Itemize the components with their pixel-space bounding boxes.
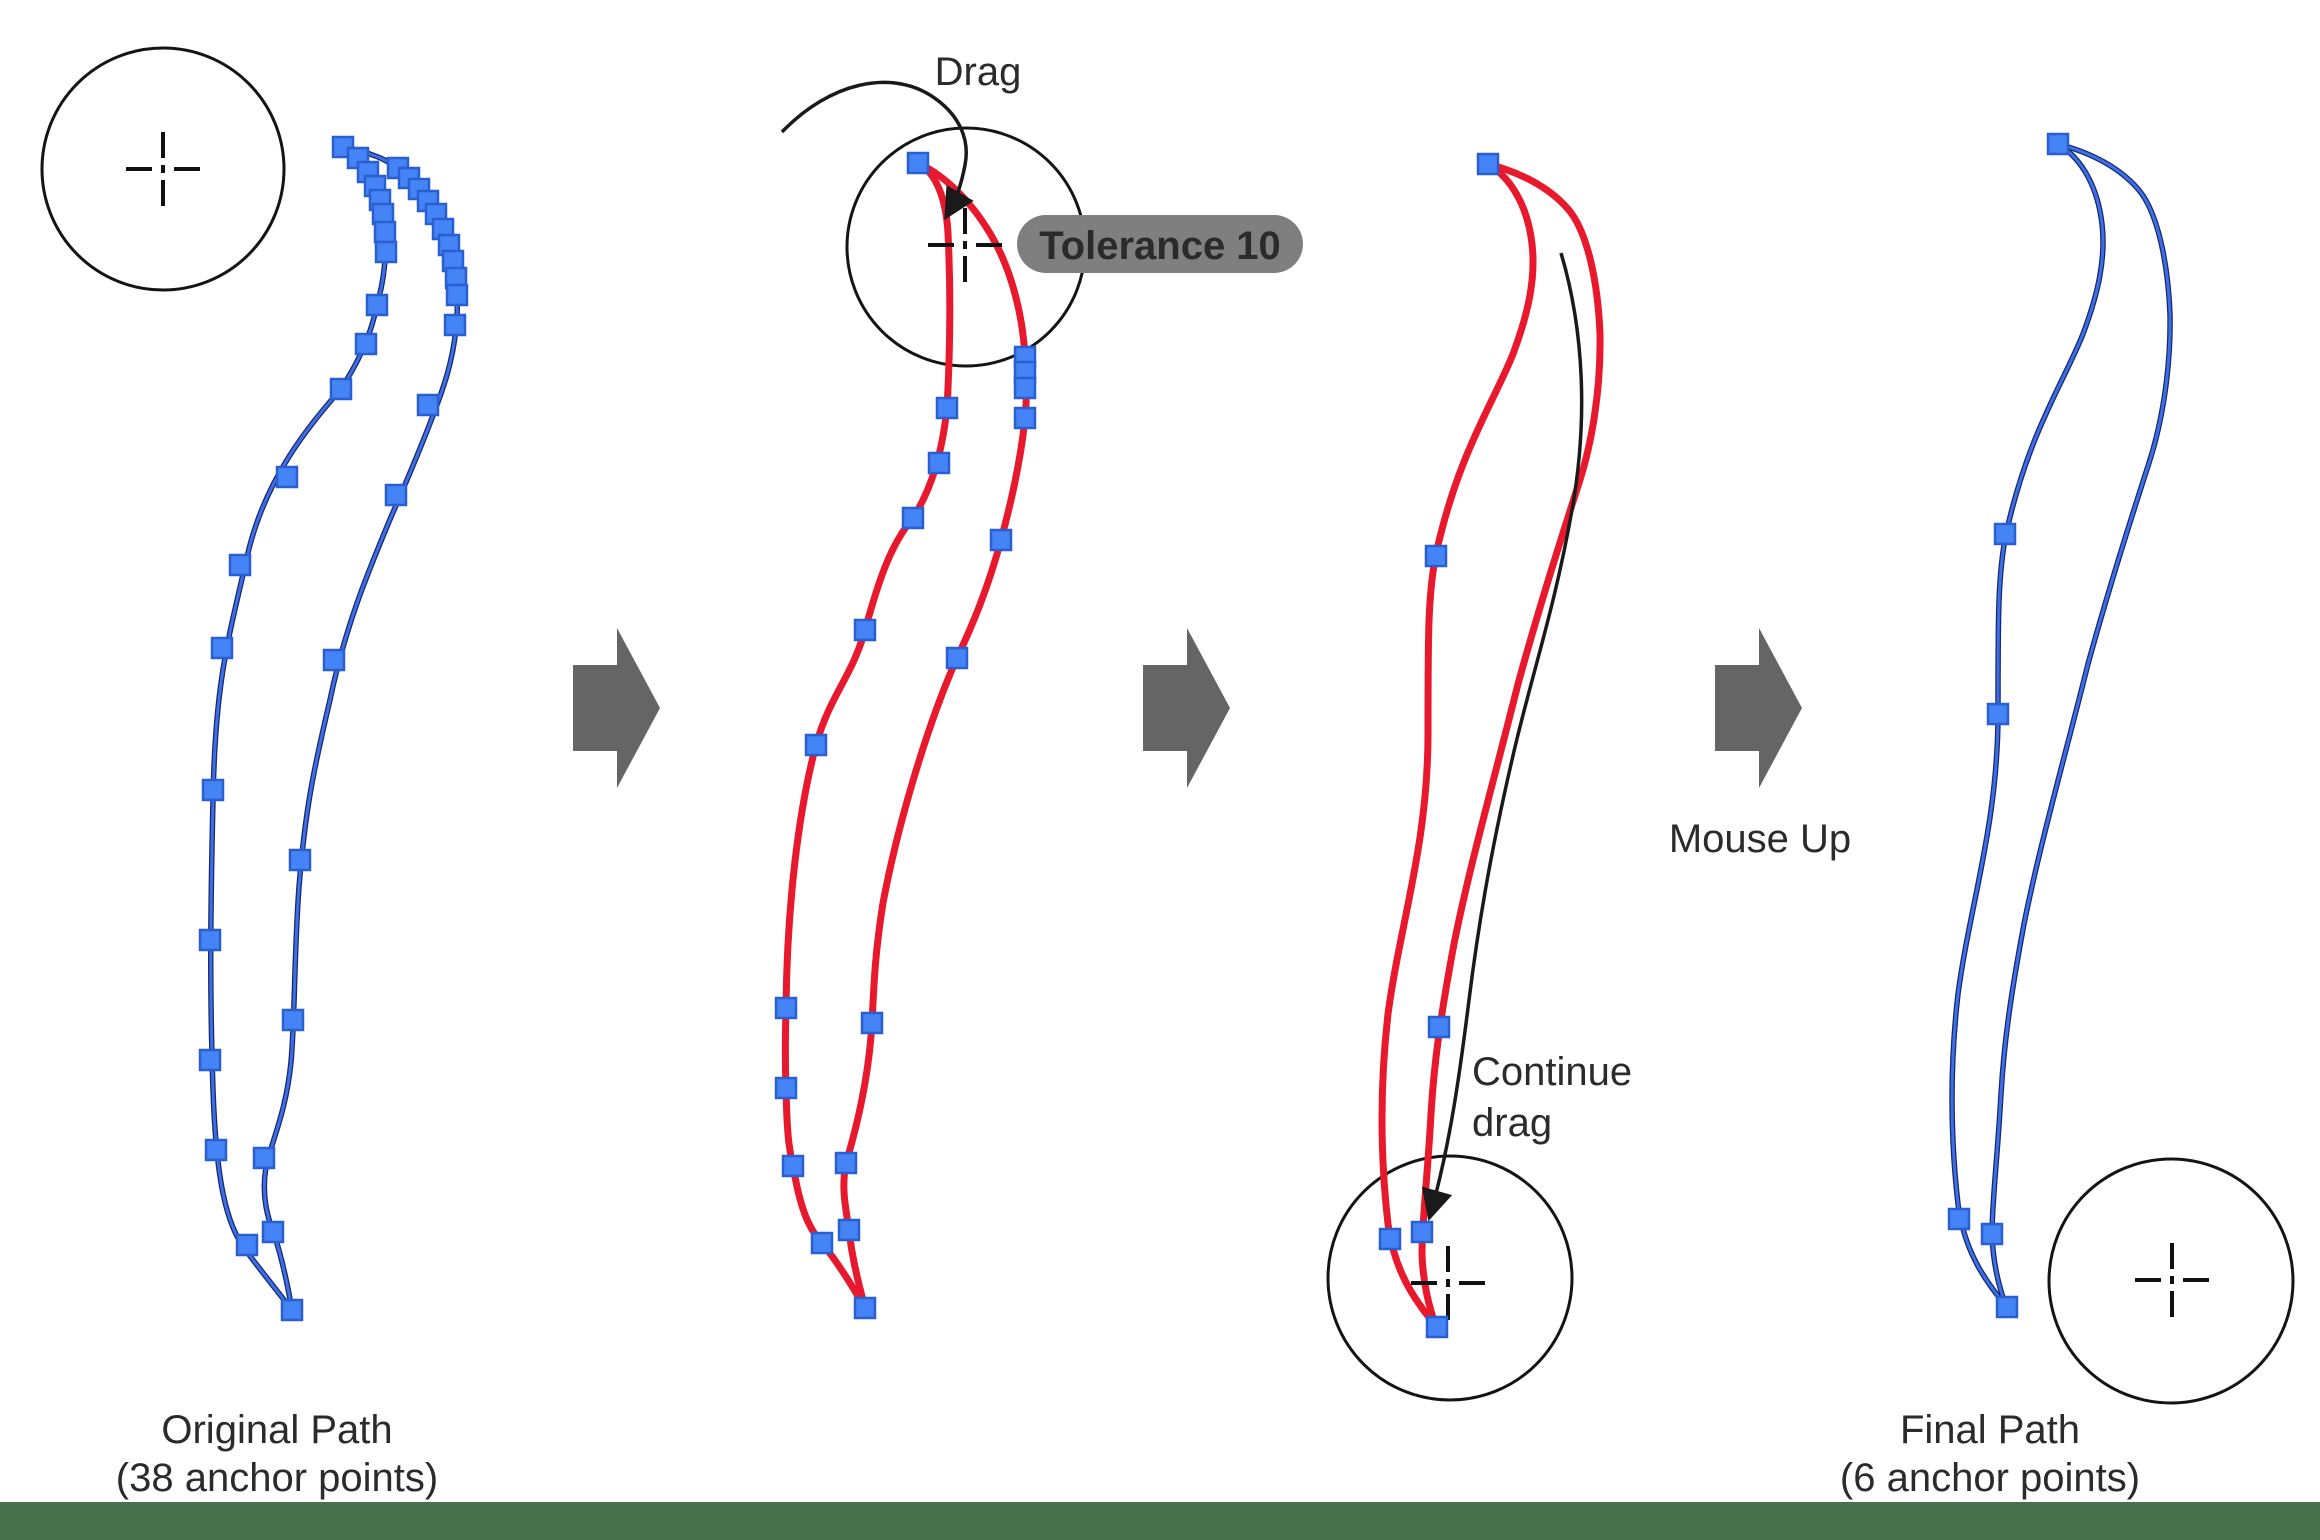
anchor-point xyxy=(252,1146,276,1170)
anchor-point xyxy=(2046,132,2070,156)
anchor-point xyxy=(1993,522,2017,546)
anchor-point xyxy=(210,636,234,660)
anchor-point xyxy=(1980,1222,2004,1246)
brush-cursor-circle xyxy=(2047,1157,2295,1405)
anchor-point xyxy=(384,483,408,507)
anchor-point xyxy=(198,928,222,952)
panel1-caption-line1: Original Path xyxy=(161,1408,392,1452)
path-outline-underlay xyxy=(1952,144,2103,1307)
anchor-point xyxy=(1986,702,2010,726)
tolerance-badge-label: Tolerance 10 xyxy=(1039,224,1281,268)
crosshair-icon xyxy=(926,206,1004,284)
anchor-point xyxy=(804,733,828,757)
red-path-right-strand xyxy=(844,163,1027,1308)
anchor-point xyxy=(1425,1315,1449,1339)
anchor-point xyxy=(935,396,959,420)
red-path-left-strand xyxy=(1382,164,1533,1327)
anchor-point xyxy=(198,1048,222,1072)
anchor-points-group xyxy=(1947,132,2070,1319)
anchor-point xyxy=(354,332,378,356)
continue-drag-arrow xyxy=(1421,252,1584,1222)
anchor-point xyxy=(945,646,969,670)
anchor-point xyxy=(989,528,1013,552)
original-path-left-strand xyxy=(209,145,387,1312)
anchor-point xyxy=(373,220,397,244)
anchor-point xyxy=(1995,1295,2019,1319)
final-path-right-strand xyxy=(1990,142,2172,1309)
anchor-point xyxy=(204,1138,228,1162)
anchor-point xyxy=(781,1154,805,1178)
anchor-point xyxy=(374,240,398,264)
crosshair-icon xyxy=(2133,1241,2211,1319)
anchor-point xyxy=(1947,1207,1971,1231)
anchor-point xyxy=(774,996,798,1020)
anchor-point xyxy=(201,778,225,802)
panel4-caption-line2: (6 anchor points) xyxy=(1840,1456,2140,1500)
anchor-point xyxy=(288,848,312,872)
anchor-point xyxy=(1427,1015,1451,1039)
anchor-points-group xyxy=(774,151,1037,1320)
path-outline-underlay xyxy=(211,147,386,1310)
anchor-point xyxy=(853,618,877,642)
anchor-point xyxy=(837,1218,861,1242)
crosshair-icon xyxy=(124,130,202,208)
anchor-point xyxy=(1378,1227,1402,1251)
anchor-point xyxy=(901,506,925,530)
anchor-point xyxy=(774,1076,798,1100)
anchor-point xyxy=(1013,376,1037,400)
anchor-point xyxy=(235,1233,259,1257)
anchor-points-group xyxy=(1378,152,1500,1339)
panel-drag-start: Drag Tolerance 10 xyxy=(774,50,1303,1320)
original-path-right-strand xyxy=(262,145,459,1312)
anchor-point xyxy=(443,313,467,337)
panel4-caption-line1: Final Path xyxy=(1900,1408,2080,1452)
anchor-point xyxy=(1424,544,1448,568)
panel1-caption-line2: (38 anchor points) xyxy=(116,1456,438,1500)
anchor-point xyxy=(1476,152,1500,176)
anchor-point xyxy=(834,1151,858,1175)
anchor-points-group xyxy=(198,135,469,1322)
anchor-point xyxy=(261,1220,285,1244)
continue-drag-label-line2: drag xyxy=(1472,1101,1552,1145)
anchor-point xyxy=(810,1231,834,1255)
anchor-point xyxy=(853,1296,877,1320)
tolerance-badge xyxy=(1017,215,1303,273)
anchor-point xyxy=(228,553,252,577)
drag-arrow xyxy=(780,80,974,221)
footer-bar xyxy=(0,1502,2320,1540)
final-path-left-strand xyxy=(1950,142,2105,1309)
drag-label: Drag xyxy=(935,50,1022,94)
anchor-point xyxy=(416,393,440,417)
anchor-point xyxy=(365,293,389,317)
anchor-point xyxy=(1410,1220,1434,1244)
path-outline-underlay xyxy=(264,147,457,1310)
anchor-point xyxy=(275,465,299,489)
mouse-up-label: Mouse Up xyxy=(1669,817,1851,861)
brush-cursor-circle xyxy=(1326,1154,1574,1402)
path-outline-underlay xyxy=(1992,144,2170,1307)
panel-final-path: Final Path (6 anchor points) xyxy=(1840,132,2295,1500)
anchor-point xyxy=(280,1298,304,1322)
anchor-point xyxy=(860,1011,884,1035)
anchor-point xyxy=(281,1008,305,1032)
step-arrow-icon xyxy=(1143,628,1230,788)
anchor-point xyxy=(927,451,951,475)
anchor-point xyxy=(445,283,469,307)
anchor-point xyxy=(322,648,346,672)
anchor-point xyxy=(906,151,930,175)
step-arrow-icon xyxy=(1715,628,1802,788)
panel-original-path: Original Path (38 anchor points) xyxy=(40,46,469,1500)
continue-drag-label-line1: Continue xyxy=(1472,1050,1632,1094)
brush-cursor-circle xyxy=(40,46,286,292)
red-path-right-strand xyxy=(1422,164,1600,1327)
anchor-point xyxy=(1013,406,1037,430)
step-arrow-icon xyxy=(573,628,660,788)
anchor-point xyxy=(329,377,353,401)
panel-continue-drag: Continue drag xyxy=(1326,152,1632,1402)
